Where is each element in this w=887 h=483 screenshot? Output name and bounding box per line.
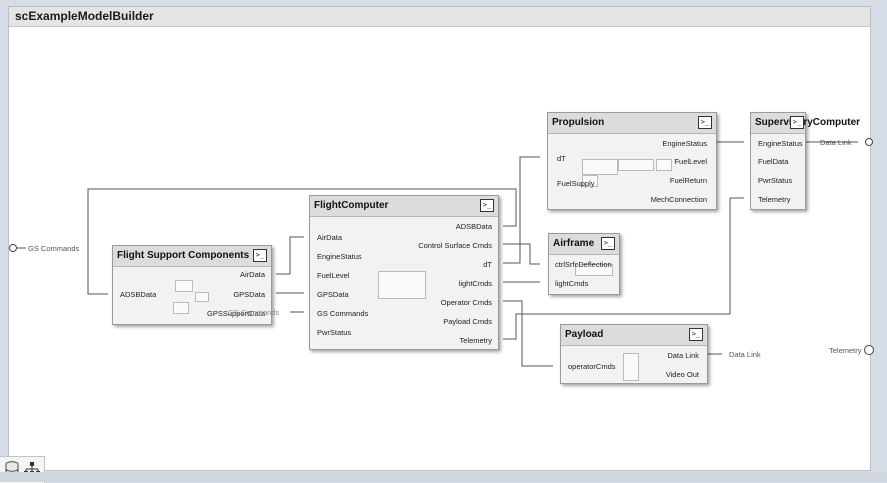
block-title: FlightComputer bbox=[314, 200, 389, 211]
data-link-label: Data Link bbox=[820, 138, 852, 147]
port-lightcmds-out: lightCmds bbox=[458, 279, 492, 288]
port-gs-commands-in: GS Commands bbox=[317, 309, 369, 318]
port-telemetry-out: Telemetry bbox=[459, 336, 492, 345]
port-fuelsupply-in: FuelSupply bbox=[557, 179, 595, 188]
port-airdata-in: AirData bbox=[317, 233, 343, 242]
block-title: SupervisoryComputer bbox=[755, 117, 861, 128]
port-ctrlsrfcdeflection-in: ctrlSrfcDeflection bbox=[555, 260, 612, 269]
airframe-block[interactable]: Airframe >_ ctrlSrfcDeflection lightCmds bbox=[548, 233, 620, 295]
block-title: Flight Support Components bbox=[117, 250, 250, 261]
mini-subblock bbox=[378, 271, 426, 299]
port-fueldata-in: FuelData bbox=[758, 157, 789, 166]
gs-commands-overlap-label: GS Commands bbox=[228, 308, 280, 317]
model-title-bar: scExampleModelBuilder bbox=[9, 7, 870, 27]
gs-commands-inport[interactable] bbox=[9, 244, 17, 252]
port-enginestatus-in: EngineStatus bbox=[758, 139, 803, 148]
mini-subblock bbox=[582, 159, 618, 175]
port-dt-in: dT bbox=[557, 154, 566, 163]
block-header: Airframe >_ bbox=[549, 234, 619, 255]
data-link-outport[interactable] bbox=[865, 138, 873, 146]
port-pwrstatus-in: PwrStatus bbox=[758, 176, 793, 185]
port-gpssupportdata-out: GPSSupportData bbox=[207, 309, 265, 318]
port-pwrstatus-in: PwrStatus bbox=[317, 328, 352, 337]
mini-subblock bbox=[195, 292, 209, 302]
flight-computer-block[interactable]: FlightComputer >_ AirData EngineStatus F… bbox=[309, 195, 499, 350]
port-airdata-out: AirData bbox=[239, 270, 265, 279]
port-gpsdata-in: GPSData bbox=[317, 290, 349, 299]
block-title: Payload bbox=[565, 329, 604, 340]
port-fuellevel-in: FuelLevel bbox=[317, 271, 350, 280]
telemetry-outport[interactable] bbox=[864, 345, 874, 355]
mini-subblock bbox=[575, 264, 613, 276]
mini-subblock bbox=[582, 175, 598, 187]
mini-subblock bbox=[623, 353, 639, 381]
block-header: Flight Support Components >_ bbox=[113, 246, 271, 267]
mini-subblock bbox=[175, 280, 193, 292]
port-fuelreturn-out: FuelReturn bbox=[669, 176, 707, 185]
mini-subblock bbox=[173, 302, 189, 314]
port-adsbdata-out: ADSBData bbox=[455, 222, 492, 231]
mini-subblock bbox=[618, 159, 654, 171]
port-video-out: Video Out bbox=[665, 370, 699, 379]
payload-data-link-label: Data Link bbox=[729, 350, 761, 359]
port-telemetry-in: Telemetry bbox=[758, 195, 791, 204]
port-operator-cmds-out: Operator Cmds bbox=[440, 298, 492, 307]
flight-support-components-block[interactable]: Flight Support Components >_ ADSBData Ai… bbox=[112, 245, 272, 325]
propulsion-block[interactable]: Propulsion >_ dT FuelSupply EngineStatus… bbox=[547, 112, 717, 210]
block-title: Airframe bbox=[553, 238, 595, 249]
port-enginestatus-out: EngineStatus bbox=[662, 139, 707, 148]
telemetry-label: Telemetry bbox=[829, 346, 862, 355]
block-header: FlightComputer >_ bbox=[310, 196, 498, 217]
port-mechconnection-out: MechConnection bbox=[650, 195, 707, 204]
block-title: Propulsion bbox=[552, 117, 605, 128]
payload-block[interactable]: Payload >_ operatorCmds Data Link Video … bbox=[560, 324, 708, 384]
port-dt-out: dT bbox=[483, 260, 492, 269]
port-payload-cmds-out: Payload Cmds bbox=[443, 317, 492, 326]
block-header: Propulsion >_ bbox=[548, 113, 716, 134]
port-enginestatus-in: EngineStatus bbox=[317, 252, 362, 261]
block-icon[interactable]: >_ bbox=[601, 237, 615, 250]
block-icon[interactable]: >_ bbox=[689, 328, 703, 341]
model-title: scExampleModelBuilder bbox=[15, 9, 154, 23]
horizontal-scrollbar[interactable] bbox=[0, 472, 887, 482]
port-control-surface-cmds-out: Control Surface Cmds bbox=[418, 241, 492, 250]
block-icon[interactable]: >_ bbox=[790, 116, 804, 129]
port-gpsdata-out: GPSData bbox=[233, 290, 265, 299]
port-adsbdata: ADSBData bbox=[120, 290, 157, 299]
port-data-link-out: Data Link bbox=[667, 351, 699, 360]
block-icon[interactable]: >_ bbox=[480, 199, 494, 212]
block-header: SupervisoryComputer >_ bbox=[751, 113, 860, 134]
port-operatorcmds-in: operatorCmds bbox=[568, 362, 616, 371]
port-fuellevel-out: FuelLevel bbox=[674, 157, 707, 166]
mini-subblock bbox=[656, 159, 672, 171]
gs-commands-label: GS Commands bbox=[28, 244, 80, 253]
block-icon[interactable]: >_ bbox=[253, 249, 267, 262]
port-lightcmds-in: lightCmds bbox=[555, 279, 589, 288]
supervisory-computer-block[interactable]: SupervisoryComputer >_ EngineStatus Fuel… bbox=[750, 112, 860, 210]
block-header: Payload >_ bbox=[561, 325, 707, 346]
block-icon[interactable]: >_ bbox=[698, 116, 712, 129]
